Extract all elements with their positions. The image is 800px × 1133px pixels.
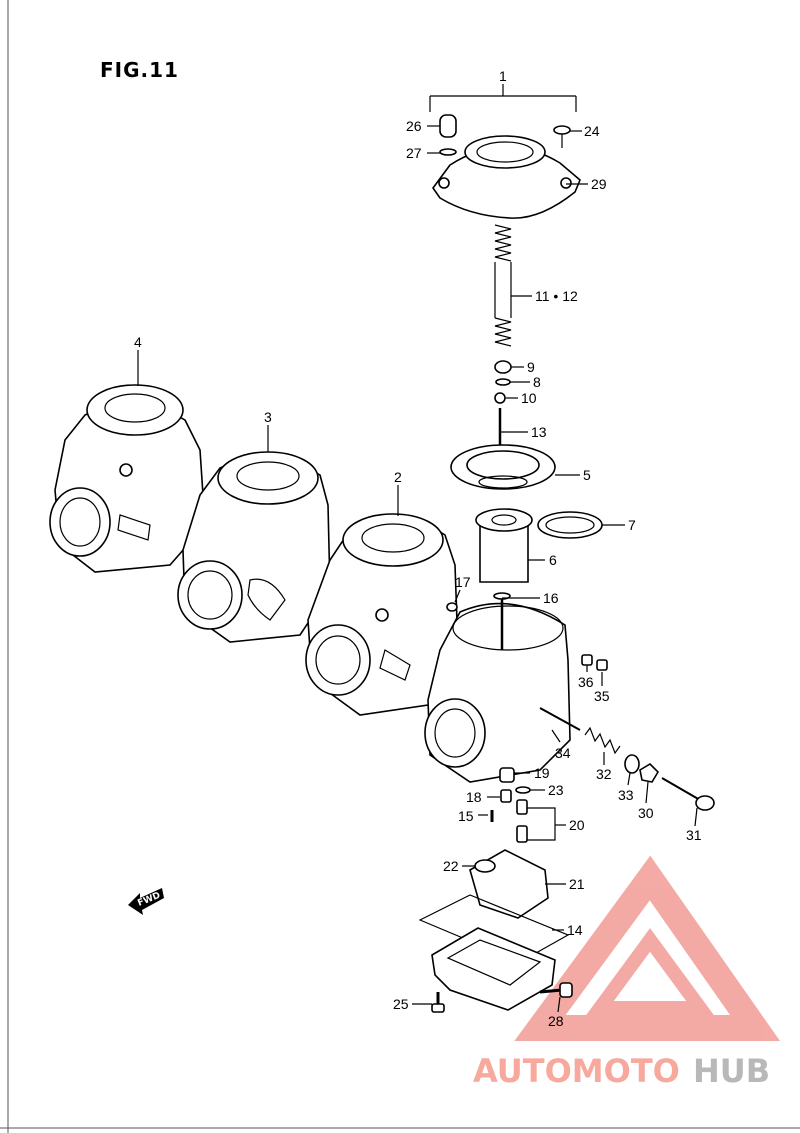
callout-10: 10: [521, 390, 537, 406]
callout-16: 16: [543, 590, 559, 606]
retainer-9-part: [494, 360, 512, 374]
callout-26: 26: [406, 118, 422, 134]
clip-8-part: [495, 378, 511, 386]
nut-30-part: [639, 762, 660, 783]
callout-17: 17: [455, 574, 471, 590]
watermark-text-b: HUB: [693, 1052, 770, 1090]
plug-26-part: [439, 114, 457, 138]
callout-13: 13: [531, 424, 547, 440]
ring-27-part: [439, 148, 457, 156]
callout-21: 21: [569, 876, 585, 892]
callout-29: 29: [591, 176, 607, 192]
top-cap-part: [432, 135, 581, 219]
piston-6-part: [475, 508, 533, 583]
callout-33: 33: [618, 787, 634, 803]
rod-34-part: [539, 707, 581, 731]
callout-4: 4: [134, 334, 142, 350]
screw-25-part: [431, 992, 445, 1013]
callout-23: 23: [548, 782, 564, 798]
callout-2: 2: [394, 469, 402, 485]
diaphragm-5-part: [450, 444, 556, 490]
callout-7: 7: [628, 517, 636, 533]
callout-24: 24: [584, 123, 600, 139]
callout-labels: 1 2 3 4 5 6 7 8 9 10 11 • 12 13 14 15 16…: [134, 68, 702, 1029]
jet-20b-part: [516, 825, 528, 843]
spacer-10-part: [494, 392, 506, 404]
callout-31: 31: [686, 827, 702, 843]
callout-25: 25: [393, 996, 409, 1012]
jet-18-part: [500, 789, 512, 803]
spring-32-part: [584, 726, 621, 755]
leader-lines: [137, 125, 698, 1013]
ring-23-part: [515, 786, 531, 794]
callout-6: 6: [549, 552, 557, 568]
carburetor-1-part: [424, 592, 571, 783]
screw-24-part: [553, 125, 571, 148]
callout-15: 15: [458, 808, 474, 824]
screw-35-part: [596, 659, 608, 671]
callout-1-bracket: [429, 84, 577, 112]
callout-14: 14: [567, 922, 583, 938]
callout-22: 22: [443, 858, 459, 874]
callout-11-12: 11 • 12: [535, 288, 578, 304]
watermark-text: AUTOMOTO HUB: [473, 1052, 770, 1090]
callout-32: 32: [596, 766, 612, 782]
watermark-text-a: AUTOMOTO: [473, 1052, 680, 1090]
ring-7-inner: [545, 516, 595, 534]
screw-31-part: [661, 777, 715, 811]
callout-36: 36: [578, 674, 594, 690]
washer-17-part: [446, 602, 458, 612]
callout-3: 3: [264, 409, 272, 425]
figure-title: FIG.11: [100, 58, 179, 82]
callout-20: 20: [569, 817, 585, 833]
spring-11-12-part: [494, 224, 512, 347]
callout-34: 34: [555, 745, 571, 761]
callout-8: 8: [533, 374, 541, 390]
screw-36-part: [581, 654, 593, 666]
callout-9: 9: [527, 359, 535, 375]
callout-19: 19: [534, 765, 550, 781]
carburetor-4-part: [49, 384, 206, 573]
jet-20a-part: [516, 799, 528, 815]
callout-30: 30: [638, 805, 654, 821]
screw-28-part: [539, 982, 573, 998]
watermark-logo: [514, 855, 780, 1041]
carburetor-2-part: [305, 513, 459, 716]
callout-27: 27: [406, 145, 422, 161]
callout-28: 28: [548, 1013, 564, 1029]
callout-35: 35: [594, 688, 610, 704]
float-21-part: [469, 849, 549, 919]
callout-5: 5: [583, 467, 591, 483]
callout-1: 1: [499, 68, 507, 84]
float-bowl-part: [431, 927, 556, 1011]
callout-18: 18: [466, 789, 482, 805]
forward-direction-arrow: FWD: [128, 888, 164, 915]
jet-19-part: [499, 767, 515, 783]
washer-33-part: [624, 754, 640, 774]
ring-7-part: [537, 511, 603, 539]
carburetor-3-part: [177, 451, 331, 643]
